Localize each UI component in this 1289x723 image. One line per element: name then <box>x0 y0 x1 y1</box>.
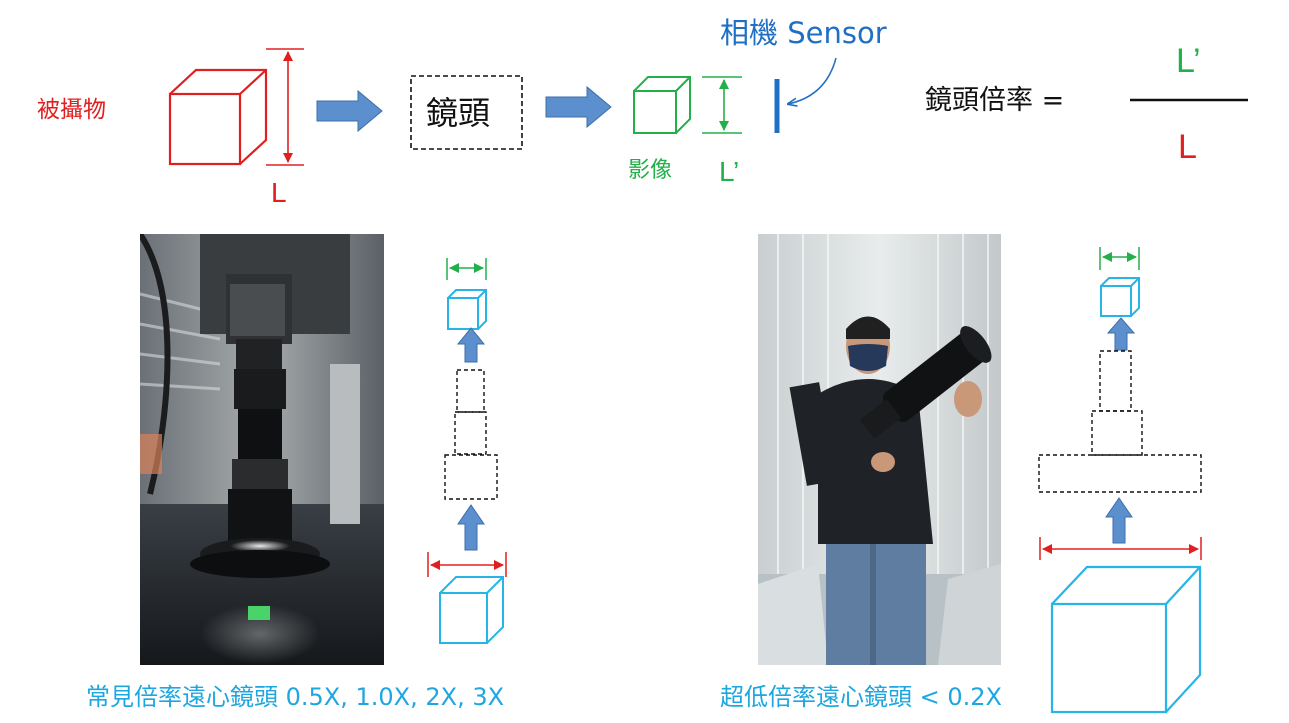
left-object-width-arrow <box>427 552 507 577</box>
object-size-label: L <box>271 177 287 208</box>
flow-arrow-2 <box>545 85 612 129</box>
right-person-photo <box>758 234 1001 665</box>
formula-lhs: 鏡頭倍率 = <box>925 85 1065 116</box>
left-image-cube <box>447 289 487 330</box>
lens-box <box>410 75 523 150</box>
left-up-arrow-top <box>456 327 486 363</box>
left-lens-stack <box>444 369 498 500</box>
sensor-label: 相機 Sensor <box>720 16 887 50</box>
flow-arrow-1 <box>316 89 383 133</box>
left-caption: 常見倍率遠心鏡頭 0.5X, 1.0X, 2X, 3X <box>86 683 505 711</box>
right-image-width-arrow <box>1099 247 1140 270</box>
image-height-arrow <box>702 76 742 134</box>
formula-numerator: L’ <box>1176 42 1201 80</box>
left-object-cube <box>439 576 504 644</box>
object-label: 被攝物 <box>37 97 106 123</box>
right-caption: 超低倍率遠心鏡頭 < 0.2X <box>720 683 1002 711</box>
right-object-width-arrow <box>1039 537 1202 560</box>
image-size-label: L’ <box>719 156 740 187</box>
right-image-cube <box>1100 277 1140 317</box>
left-image-width-arrow <box>446 258 487 280</box>
image-label: 影像 <box>628 158 673 183</box>
left-up-arrow-bottom <box>457 504 485 551</box>
object-height-arrow <box>266 48 304 166</box>
right-up-arrow-top <box>1106 317 1136 351</box>
right-lens-stack <box>1038 350 1202 493</box>
right-object-cube <box>1050 565 1202 714</box>
object-cube <box>168 68 268 166</box>
formula-denominator: L <box>1178 128 1197 166</box>
sensor-callout-arrow <box>788 57 837 104</box>
lens-label: 鏡頭 <box>426 94 491 132</box>
image-cube <box>633 76 691 134</box>
left-lens-photo <box>140 234 384 665</box>
right-up-arrow-bottom <box>1105 497 1133 544</box>
